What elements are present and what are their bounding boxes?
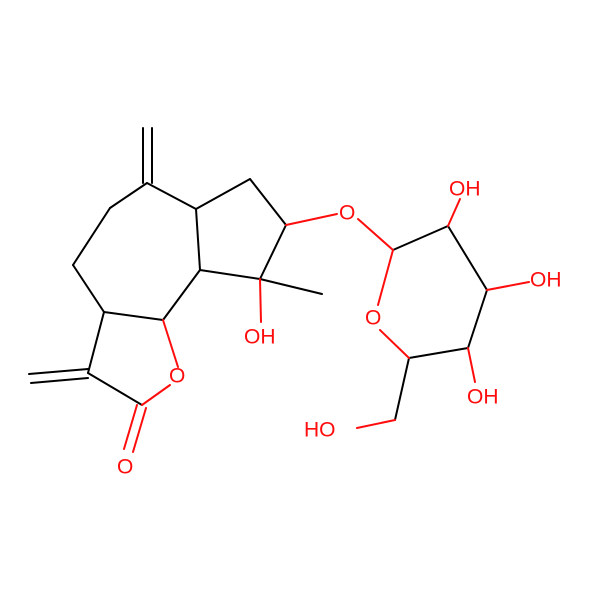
bond-o-ring-g5 bbox=[379, 329, 410, 359]
bond-g4-oh bbox=[467, 347, 476, 383]
label-o-ring-sugar: O bbox=[365, 307, 381, 330]
oxygen-bonds bbox=[123, 198, 530, 453]
bond-methylene-left-a bbox=[28, 368, 89, 375]
bond-g4-g5 bbox=[408, 347, 469, 359]
bond-c12-oh bbox=[259, 278, 262, 323]
label-o-carbonyl: O bbox=[117, 456, 133, 479]
bond-c7-c6 bbox=[72, 207, 111, 266]
label-oh-c2: OH bbox=[449, 178, 481, 201]
atom-labels: OH O OH OH OH O HO O O bbox=[117, 178, 562, 479]
bond-g5-g6 bbox=[394, 357, 410, 421]
bond-c13-c14 bbox=[87, 372, 143, 406]
bond-g2-oh bbox=[447, 198, 461, 227]
label-oh-c4: OH bbox=[467, 386, 499, 409]
label-oh-c10: OH bbox=[244, 326, 276, 349]
bond-c11-c12 bbox=[259, 224, 287, 280]
bond-c12-c3 bbox=[199, 269, 261, 280]
bond-carbonyl-b bbox=[132, 407, 147, 453]
label-o-lactone-ring: O bbox=[169, 365, 185, 388]
bond-c6-c5 bbox=[72, 264, 105, 313]
bond-methyl bbox=[259, 278, 323, 295]
bond-g1-g2 bbox=[392, 225, 449, 251]
bond-g6-ho bbox=[356, 419, 396, 429]
bond-c11-o-glycosidic bbox=[285, 213, 338, 226]
bond-methylene-left-b bbox=[30, 377, 89, 384]
bond-carbonyl-a bbox=[123, 404, 138, 450]
bond-c5-c13 bbox=[87, 311, 105, 374]
bond-c10-c11 bbox=[249, 178, 287, 226]
bond-o-lactone-c14 bbox=[141, 384, 171, 406]
bond-g3-g4 bbox=[467, 289, 488, 349]
bond-c8-c9 bbox=[146, 182, 197, 210]
bond-c5-c4 bbox=[103, 311, 164, 321]
bond-g3-oh bbox=[486, 281, 530, 291]
bond-o-glycosidic-g1 bbox=[357, 218, 394, 251]
bond-g2-g3 bbox=[447, 225, 488, 291]
label-ho-c6: HO bbox=[304, 419, 336, 442]
bond-c3-c9 bbox=[195, 208, 201, 271]
bond-c4-o-lactone bbox=[162, 319, 179, 368]
bond-c9-c10 bbox=[195, 178, 251, 210]
label-o-glycosidic: O bbox=[339, 202, 355, 225]
bond-g1-o-ring bbox=[377, 249, 394, 306]
carbon-bonds bbox=[28, 127, 488, 421]
label-oh-c3: OH bbox=[530, 269, 562, 292]
bond-c4-c3 bbox=[162, 269, 201, 321]
bond-c8-c7 bbox=[109, 182, 148, 209]
